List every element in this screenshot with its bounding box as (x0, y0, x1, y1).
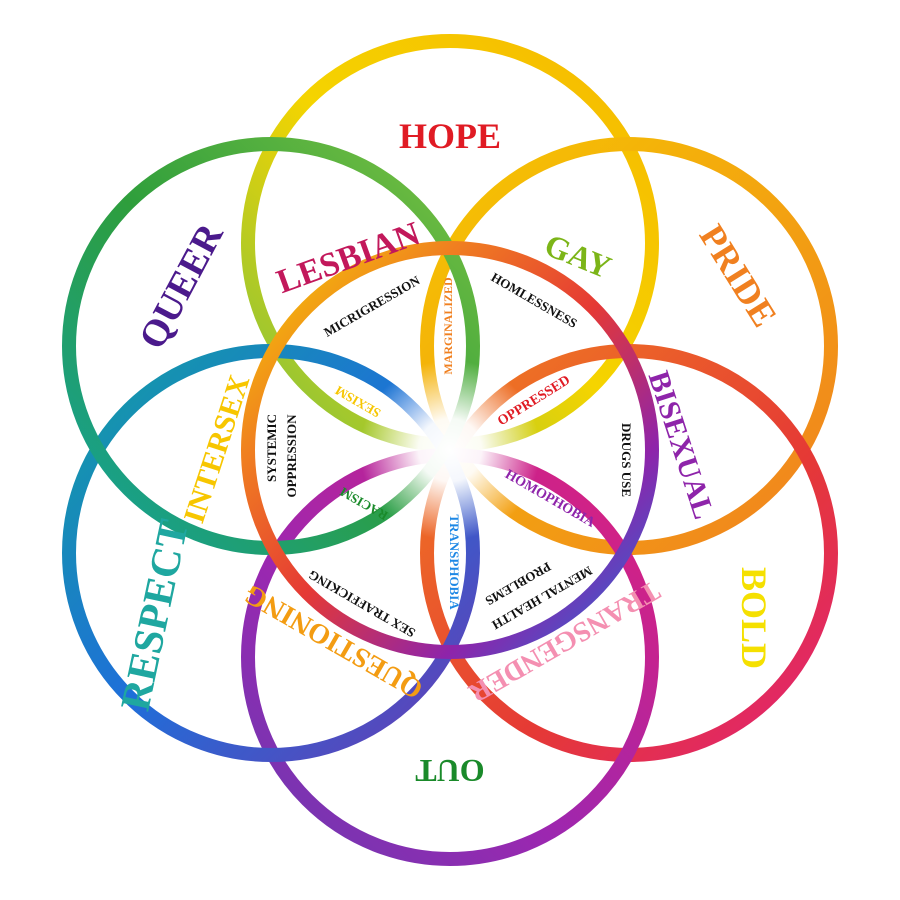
word-hope: HOPE (399, 116, 501, 156)
word-queer: QUEER (131, 216, 232, 356)
word-systemic: SYSTEMIC (264, 414, 279, 482)
word-bold: BOLD (734, 567, 774, 669)
word-respect: RESPECT (113, 516, 198, 715)
word-oppression: OPPRESSION (284, 414, 299, 498)
center-glow (360, 360, 540, 540)
word-out: OUT (415, 753, 484, 789)
word-pride: PRIDE (692, 218, 785, 334)
word-marginalized: MARGINALIZED (441, 277, 455, 375)
word-transphobia: TRANSPHOBIA (447, 514, 462, 610)
word-drugs-use: DRUGS USE (619, 423, 634, 497)
ring-center (241, 241, 659, 659)
